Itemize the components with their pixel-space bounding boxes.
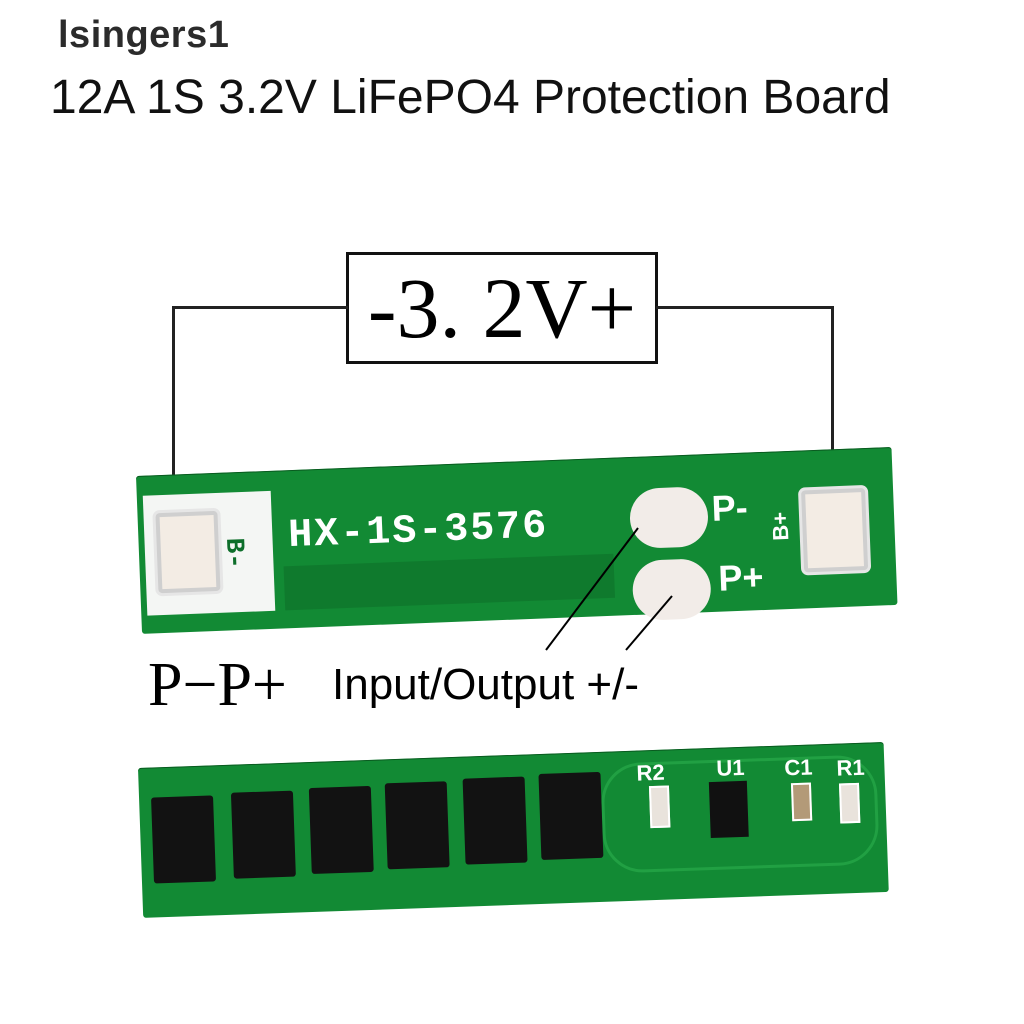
- mosfet-chip-6: [538, 771, 604, 860]
- mosfet-chip-1: [151, 795, 217, 884]
- watermark: lsingers1: [58, 14, 230, 56]
- label-r1: R1: [835, 754, 865, 781]
- wire-right-horizontal: [656, 306, 834, 309]
- wire-right-vertical: [831, 306, 834, 546]
- mosfet-chip-5: [462, 776, 528, 865]
- caption-pp: P−P+: [148, 651, 287, 719]
- label-c1: C1: [783, 754, 813, 781]
- page-title: 12A 1S 3.2V LiFePO4 Protection Board: [50, 71, 891, 124]
- mosfet-chip-2: [230, 790, 296, 879]
- label-u1: U1: [715, 754, 745, 781]
- label-r2: R2: [636, 759, 666, 786]
- pcb-bottom-board: R2 U1 C1 R1: [138, 741, 889, 918]
- resistor-r1: [838, 782, 861, 824]
- wire-left-vertical: [172, 306, 175, 552]
- caption-text: Input/Output +/-: [332, 660, 639, 709]
- resistor-r2: [648, 785, 671, 829]
- mosfet-chip-3: [308, 785, 374, 874]
- capacitor-c1: [790, 782, 813, 822]
- mosfet-chip-4: [384, 781, 450, 870]
- voltage-box: -3. 2V+: [346, 252, 658, 364]
- ic-u1: [708, 780, 749, 839]
- wire-left-horizontal: [172, 306, 348, 309]
